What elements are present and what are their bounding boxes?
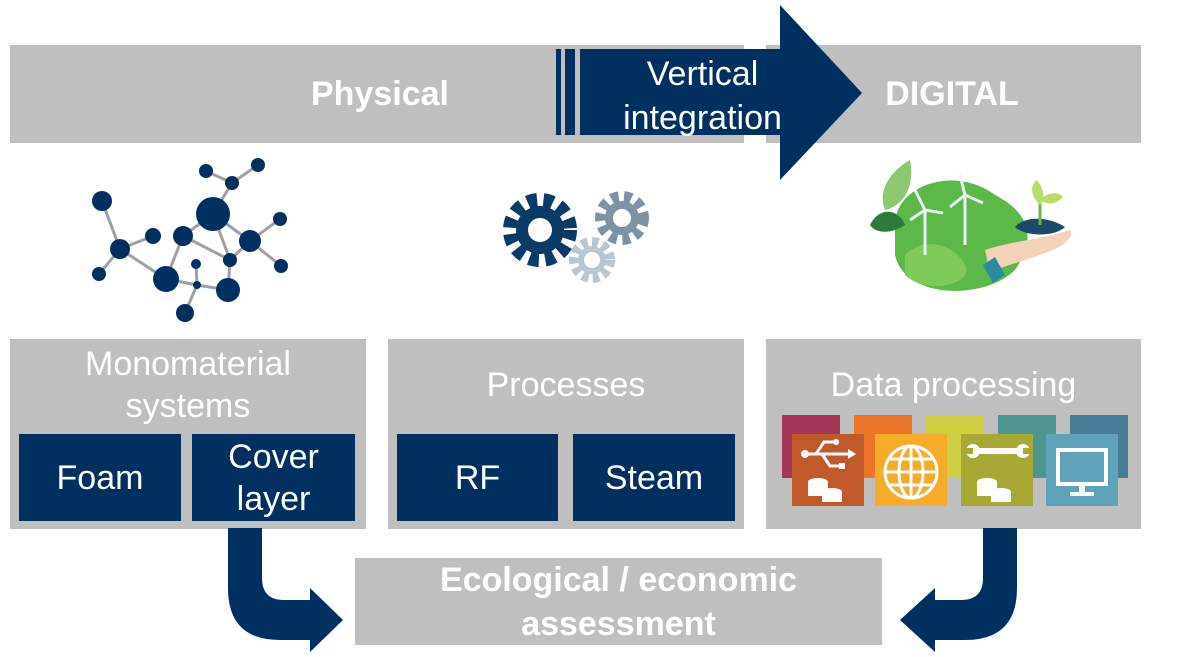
title-line1: Monomaterial bbox=[85, 345, 291, 383]
arrow-label-line1: Vertical bbox=[646, 55, 759, 93]
vertical-integration-arrow bbox=[556, 5, 862, 180]
globe-icon bbox=[883, 444, 939, 500]
gear-small-icon bbox=[569, 237, 615, 283]
left-curved-arrow bbox=[228, 528, 343, 652]
arrow-body bbox=[580, 5, 862, 180]
physical-label: Physical bbox=[311, 75, 449, 113]
cover-label: Cover bbox=[228, 437, 319, 476]
arrow-label-line2: integration bbox=[623, 99, 782, 137]
right-curved-arrow bbox=[900, 528, 1017, 652]
arrow-stripe bbox=[556, 49, 561, 135]
monomaterial-systems-title: Monomaterial systems bbox=[10, 343, 366, 427]
foam-label: Foam bbox=[56, 458, 144, 497]
wrench-coins-tile bbox=[961, 434, 1033, 506]
assessment-line1: Ecological / economic bbox=[439, 561, 798, 599]
rf-box: RF bbox=[397, 434, 558, 521]
processes-title: Processes bbox=[486, 366, 646, 404]
monitor-icon bbox=[1056, 448, 1108, 496]
foam-box: Foam bbox=[19, 434, 181, 521]
gear-large-icon bbox=[503, 193, 577, 267]
usb-coins-icon bbox=[801, 439, 856, 502]
title-line2: systems bbox=[125, 387, 251, 425]
arrow-label: Vertical integration bbox=[590, 52, 815, 140]
steam-box: Steam bbox=[573, 434, 735, 521]
gear-medium-icon bbox=[595, 191, 649, 245]
data-processing-title: Data processing bbox=[830, 366, 1077, 404]
usb-coins-tile bbox=[792, 434, 864, 506]
monitor-tile bbox=[1046, 434, 1118, 506]
steam-label: Steam bbox=[604, 458, 704, 497]
molecule-network-icon bbox=[92, 158, 288, 322]
arrow-stripe bbox=[565, 49, 575, 135]
gears-icon bbox=[503, 191, 649, 283]
globe-tile bbox=[875, 434, 947, 506]
green-energy-hand-icon bbox=[870, 160, 1072, 291]
digital-label: DIGITAL bbox=[885, 75, 1019, 113]
layer-label: layer bbox=[236, 479, 311, 518]
assessment-label: Ecological / economic assessment bbox=[355, 558, 882, 646]
rf-label: RF bbox=[454, 458, 501, 497]
assessment-box bbox=[355, 558, 882, 645]
wrench-coins-icon bbox=[965, 444, 1031, 502]
assessment-line2: assessment bbox=[521, 605, 716, 643]
